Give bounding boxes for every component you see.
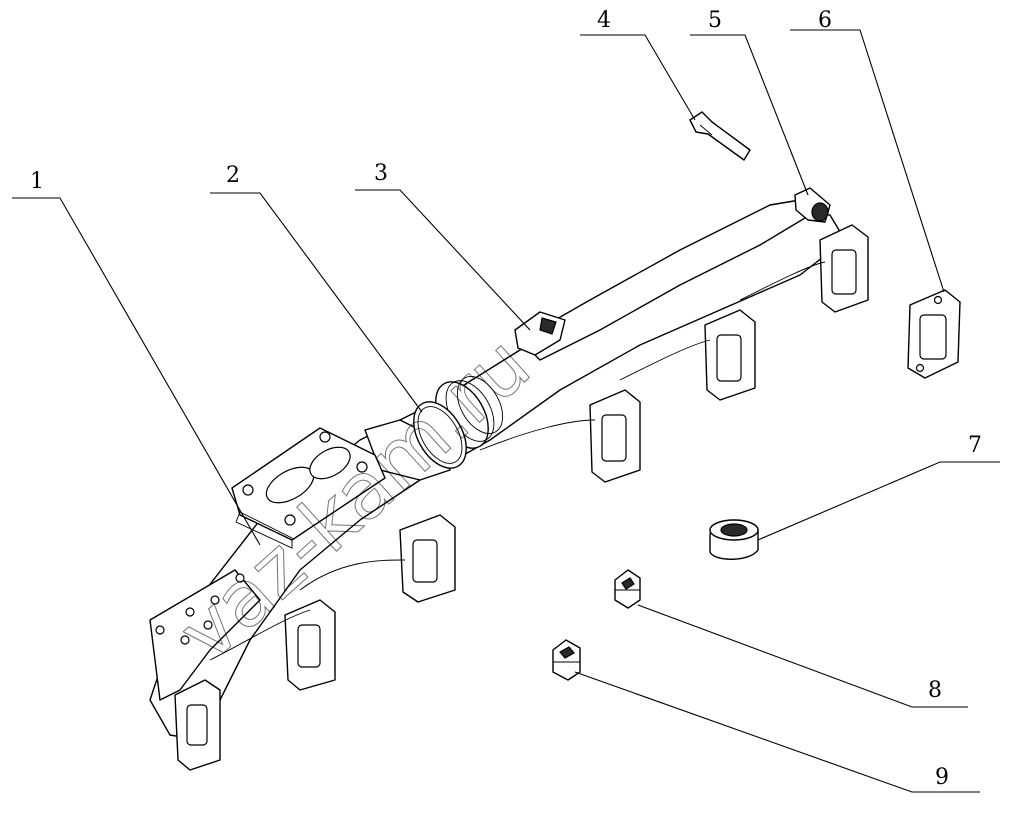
exhaust-manifold <box>149 199 869 771</box>
port-flange-1 <box>174 679 221 771</box>
callout-numbers: 1 2 3 4 5 6 7 8 9 <box>30 8 982 790</box>
gasket <box>907 289 961 379</box>
port-flange-2 <box>284 599 336 691</box>
leader-4 <box>580 34 696 121</box>
callout-7: 7 <box>968 433 982 458</box>
leader-9 <box>574 671 980 793</box>
port-flange-4 <box>589 389 641 483</box>
callout-6: 6 <box>818 8 832 33</box>
leader-lines <box>12 29 1000 793</box>
leader-7 <box>757 461 1000 541</box>
leader-5 <box>690 34 809 196</box>
port-flange-5 <box>704 309 756 401</box>
callout-1: 1 <box>30 169 44 194</box>
callout-9: 9 <box>935 765 949 790</box>
spacer-sleeve <box>794 187 831 223</box>
bolt <box>689 111 751 161</box>
callout-3: 3 <box>374 161 388 186</box>
sealing-ring <box>413 401 467 469</box>
leader-6 <box>790 29 945 293</box>
leader-3 <box>355 189 531 331</box>
leader-8 <box>637 604 968 708</box>
callout-2: 2 <box>226 163 240 188</box>
cap <box>709 519 759 560</box>
bracket <box>514 311 566 356</box>
leader-2 <box>210 192 423 413</box>
plug-9 <box>552 639 581 681</box>
watermark-text: vaz-kam.ru <box>162 320 547 679</box>
callout-8: 8 <box>928 678 942 703</box>
plug-8 <box>614 569 641 609</box>
port-flange-6 <box>819 224 869 313</box>
port-flange-3 <box>399 514 456 603</box>
leader-1 <box>12 197 261 546</box>
callout-4: 4 <box>597 8 611 33</box>
callout-5: 5 <box>708 8 722 33</box>
